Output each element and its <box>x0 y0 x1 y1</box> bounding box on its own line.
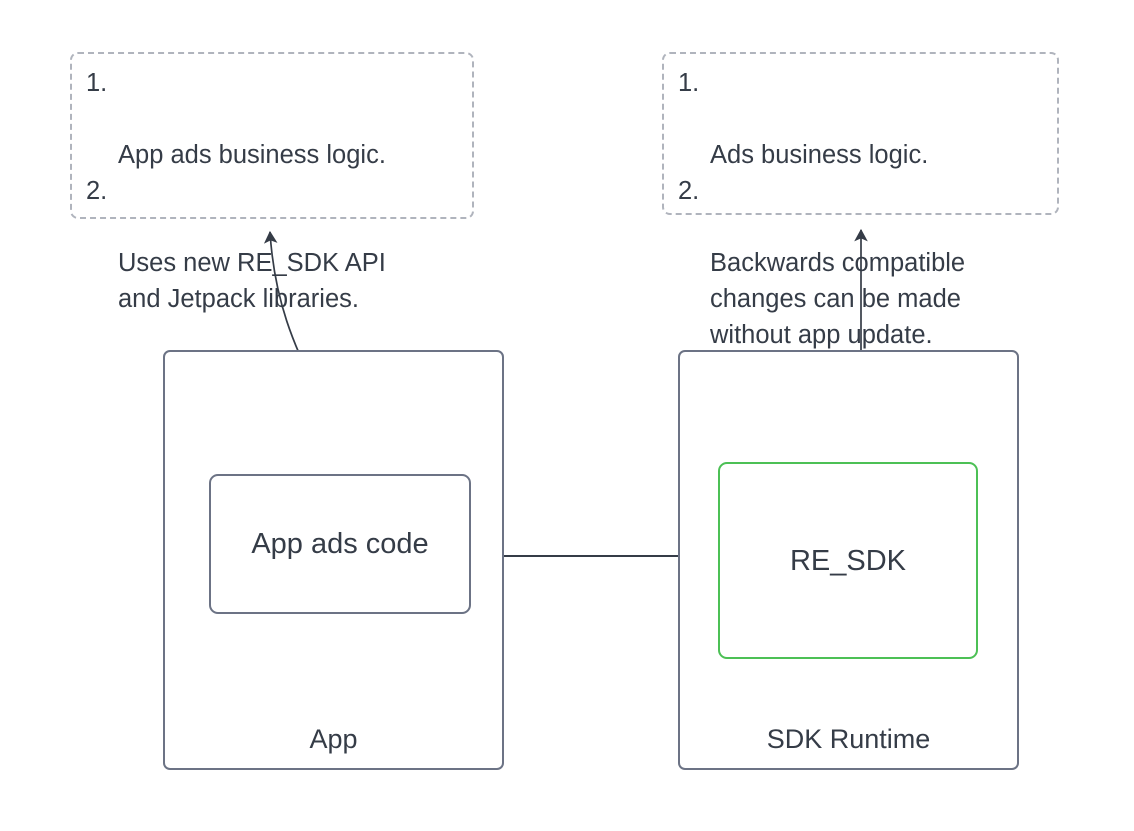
list-item-text: Uses new RE_SDK API and Jetpack librarie… <box>118 249 386 313</box>
app-ads-code-box: App ads code <box>209 474 471 614</box>
app-annotation-list: 1. App ads business logic. 2. Uses new R… <box>86 65 458 317</box>
list-item-text: App ads business logic. <box>118 141 386 169</box>
list-item: 2. Uses new RE_SDK API and Jetpack libra… <box>86 173 458 317</box>
sdk-annotation-callout: 1. Ads business logic. 2. Backwards comp… <box>662 52 1059 349</box>
list-item-text: Backwards compatible changes can be made… <box>710 249 966 349</box>
app-container-label: App <box>309 724 358 754</box>
list-marker: 2. <box>678 177 700 205</box>
list-item: 1. Ads business logic. <box>678 65 1043 173</box>
app-annotation-callout: 1. App ads business logic. 2. Uses new R… <box>70 52 474 313</box>
app-ads-code-label: App ads code <box>251 528 429 560</box>
list-item-text: Ads business logic. <box>710 141 929 169</box>
sdk-annotation-list: 1. Ads business logic. 2. Backwards comp… <box>678 65 1043 353</box>
list-marker: 1. <box>86 69 108 97</box>
list-item: 1. App ads business logic. <box>86 65 458 173</box>
sdk-runtime-container-label: SDK Runtime <box>766 724 931 754</box>
re-sdk-label: RE_SDK <box>789 544 907 577</box>
list-marker: 2. <box>86 177 108 205</box>
list-marker: 1. <box>678 69 700 97</box>
re-sdk-box: RE_SDK <box>718 462 978 659</box>
list-item: 2. Backwards compatible changes can be m… <box>678 173 1043 353</box>
